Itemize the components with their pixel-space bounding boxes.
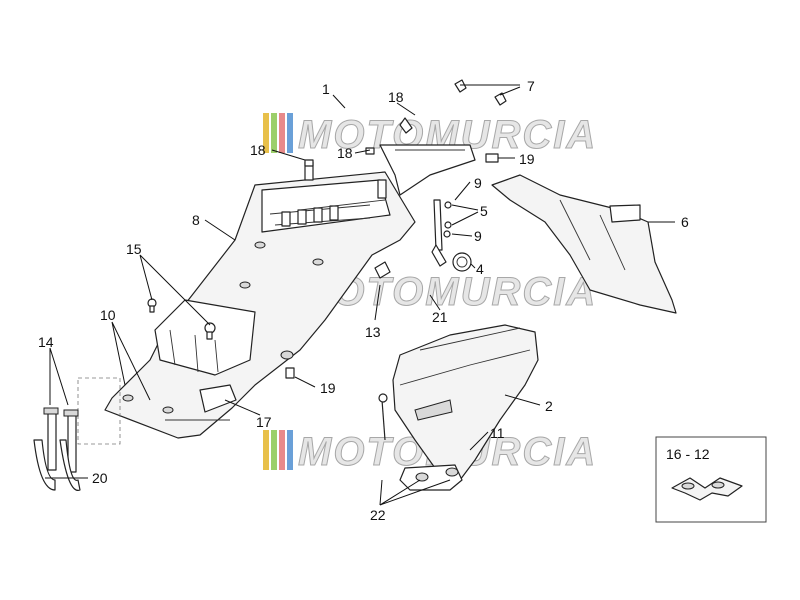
part-under-seat-tray [104,161,416,439]
fastener-15-right [204,322,216,340]
leader-lines [45,84,675,506]
callout-19: 19 [519,151,535,167]
callout-2: 2 [545,398,553,414]
callout-9: 9 [474,228,482,244]
callout-9: 9 [474,175,482,191]
callout-6: 6 [681,214,689,230]
callout-22: 22 [370,507,386,523]
callout-4: 4 [476,261,484,277]
callout-7: 7 [527,78,535,94]
callout-18: 18 [250,142,266,158]
callout-15: 15 [126,241,142,257]
fastener-15-left [147,298,157,313]
fastener-19-lower [285,367,295,379]
callout-18: 18 [337,145,353,161]
callout-5: 5 [480,203,488,219]
callout-21: 21 [432,309,448,325]
callout-10: 10 [100,307,116,323]
callout-18: 18 [388,89,404,105]
inset-box: 16 - 12 [655,436,767,523]
part-rear-fender [378,324,539,491]
callout-14: 14 [38,334,54,350]
part-plate-bracket [374,199,472,279]
callout-19: 19 [320,380,336,396]
callouts: 1 18 7 18 18 19 9 5 9 6 8 15 4 21 13 10 … [38,78,689,523]
callout-1: 1 [322,81,330,97]
callout-8: 8 [192,212,200,228]
part-seat-cover [491,174,677,314]
callout-17: 17 [256,414,272,430]
fastener-18 [304,147,375,167]
inset-label: 16 - 12 [666,446,710,462]
callout-20: 20 [92,470,108,486]
callout-11: 11 [490,425,505,441]
callout-13: 13 [365,324,381,340]
